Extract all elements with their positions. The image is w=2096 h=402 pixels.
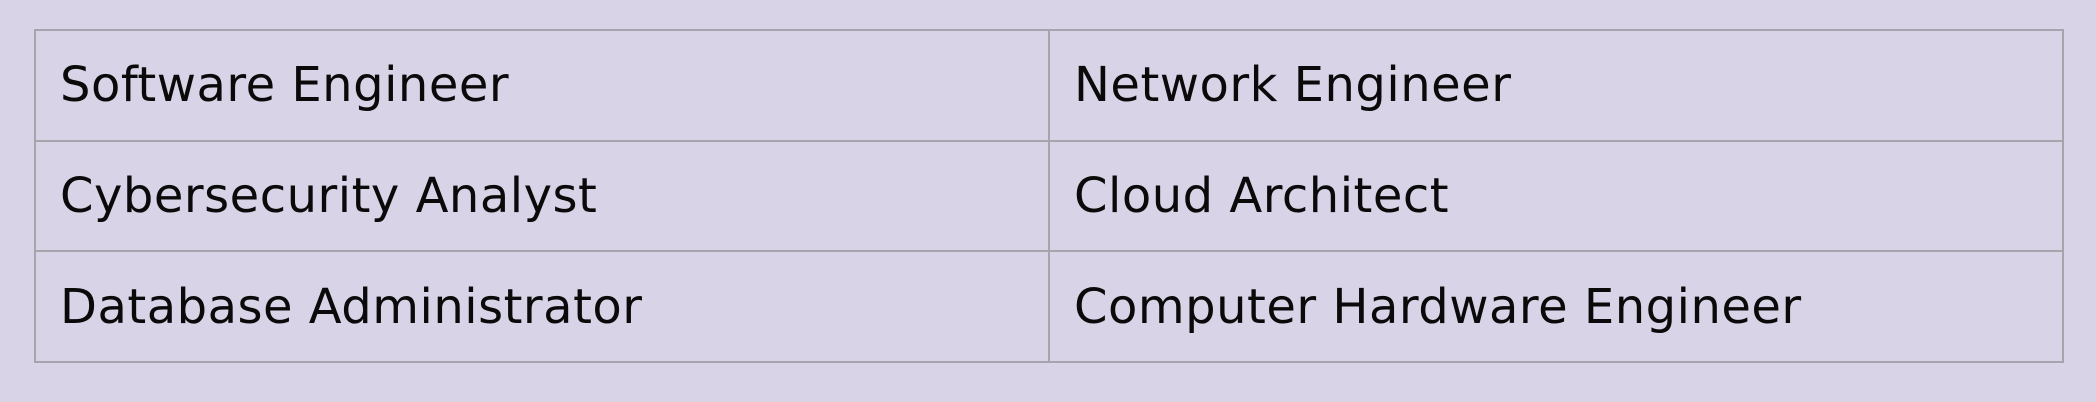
table-cell: Software Engineer [34,29,1050,142]
table-cell: Cloud Architect [1048,139,2064,253]
table-row: Database Administrator Computer Hardware… [34,250,2064,363]
table-cell: Network Engineer [1048,29,2064,142]
table-cell: Computer Hardware Engineer [1048,250,2064,363]
table-body: Software Engineer Network Engineer Cyber… [34,29,2064,363]
table-row: Software Engineer Network Engineer [34,29,2064,142]
table-cell: Database Administrator [34,250,1050,363]
table-row: Cybersecurity Analyst Cloud Architect [34,139,2064,253]
job-titles-table: Software Engineer Network Engineer Cyber… [34,29,2064,363]
table-cell: Cybersecurity Analyst [34,139,1050,253]
